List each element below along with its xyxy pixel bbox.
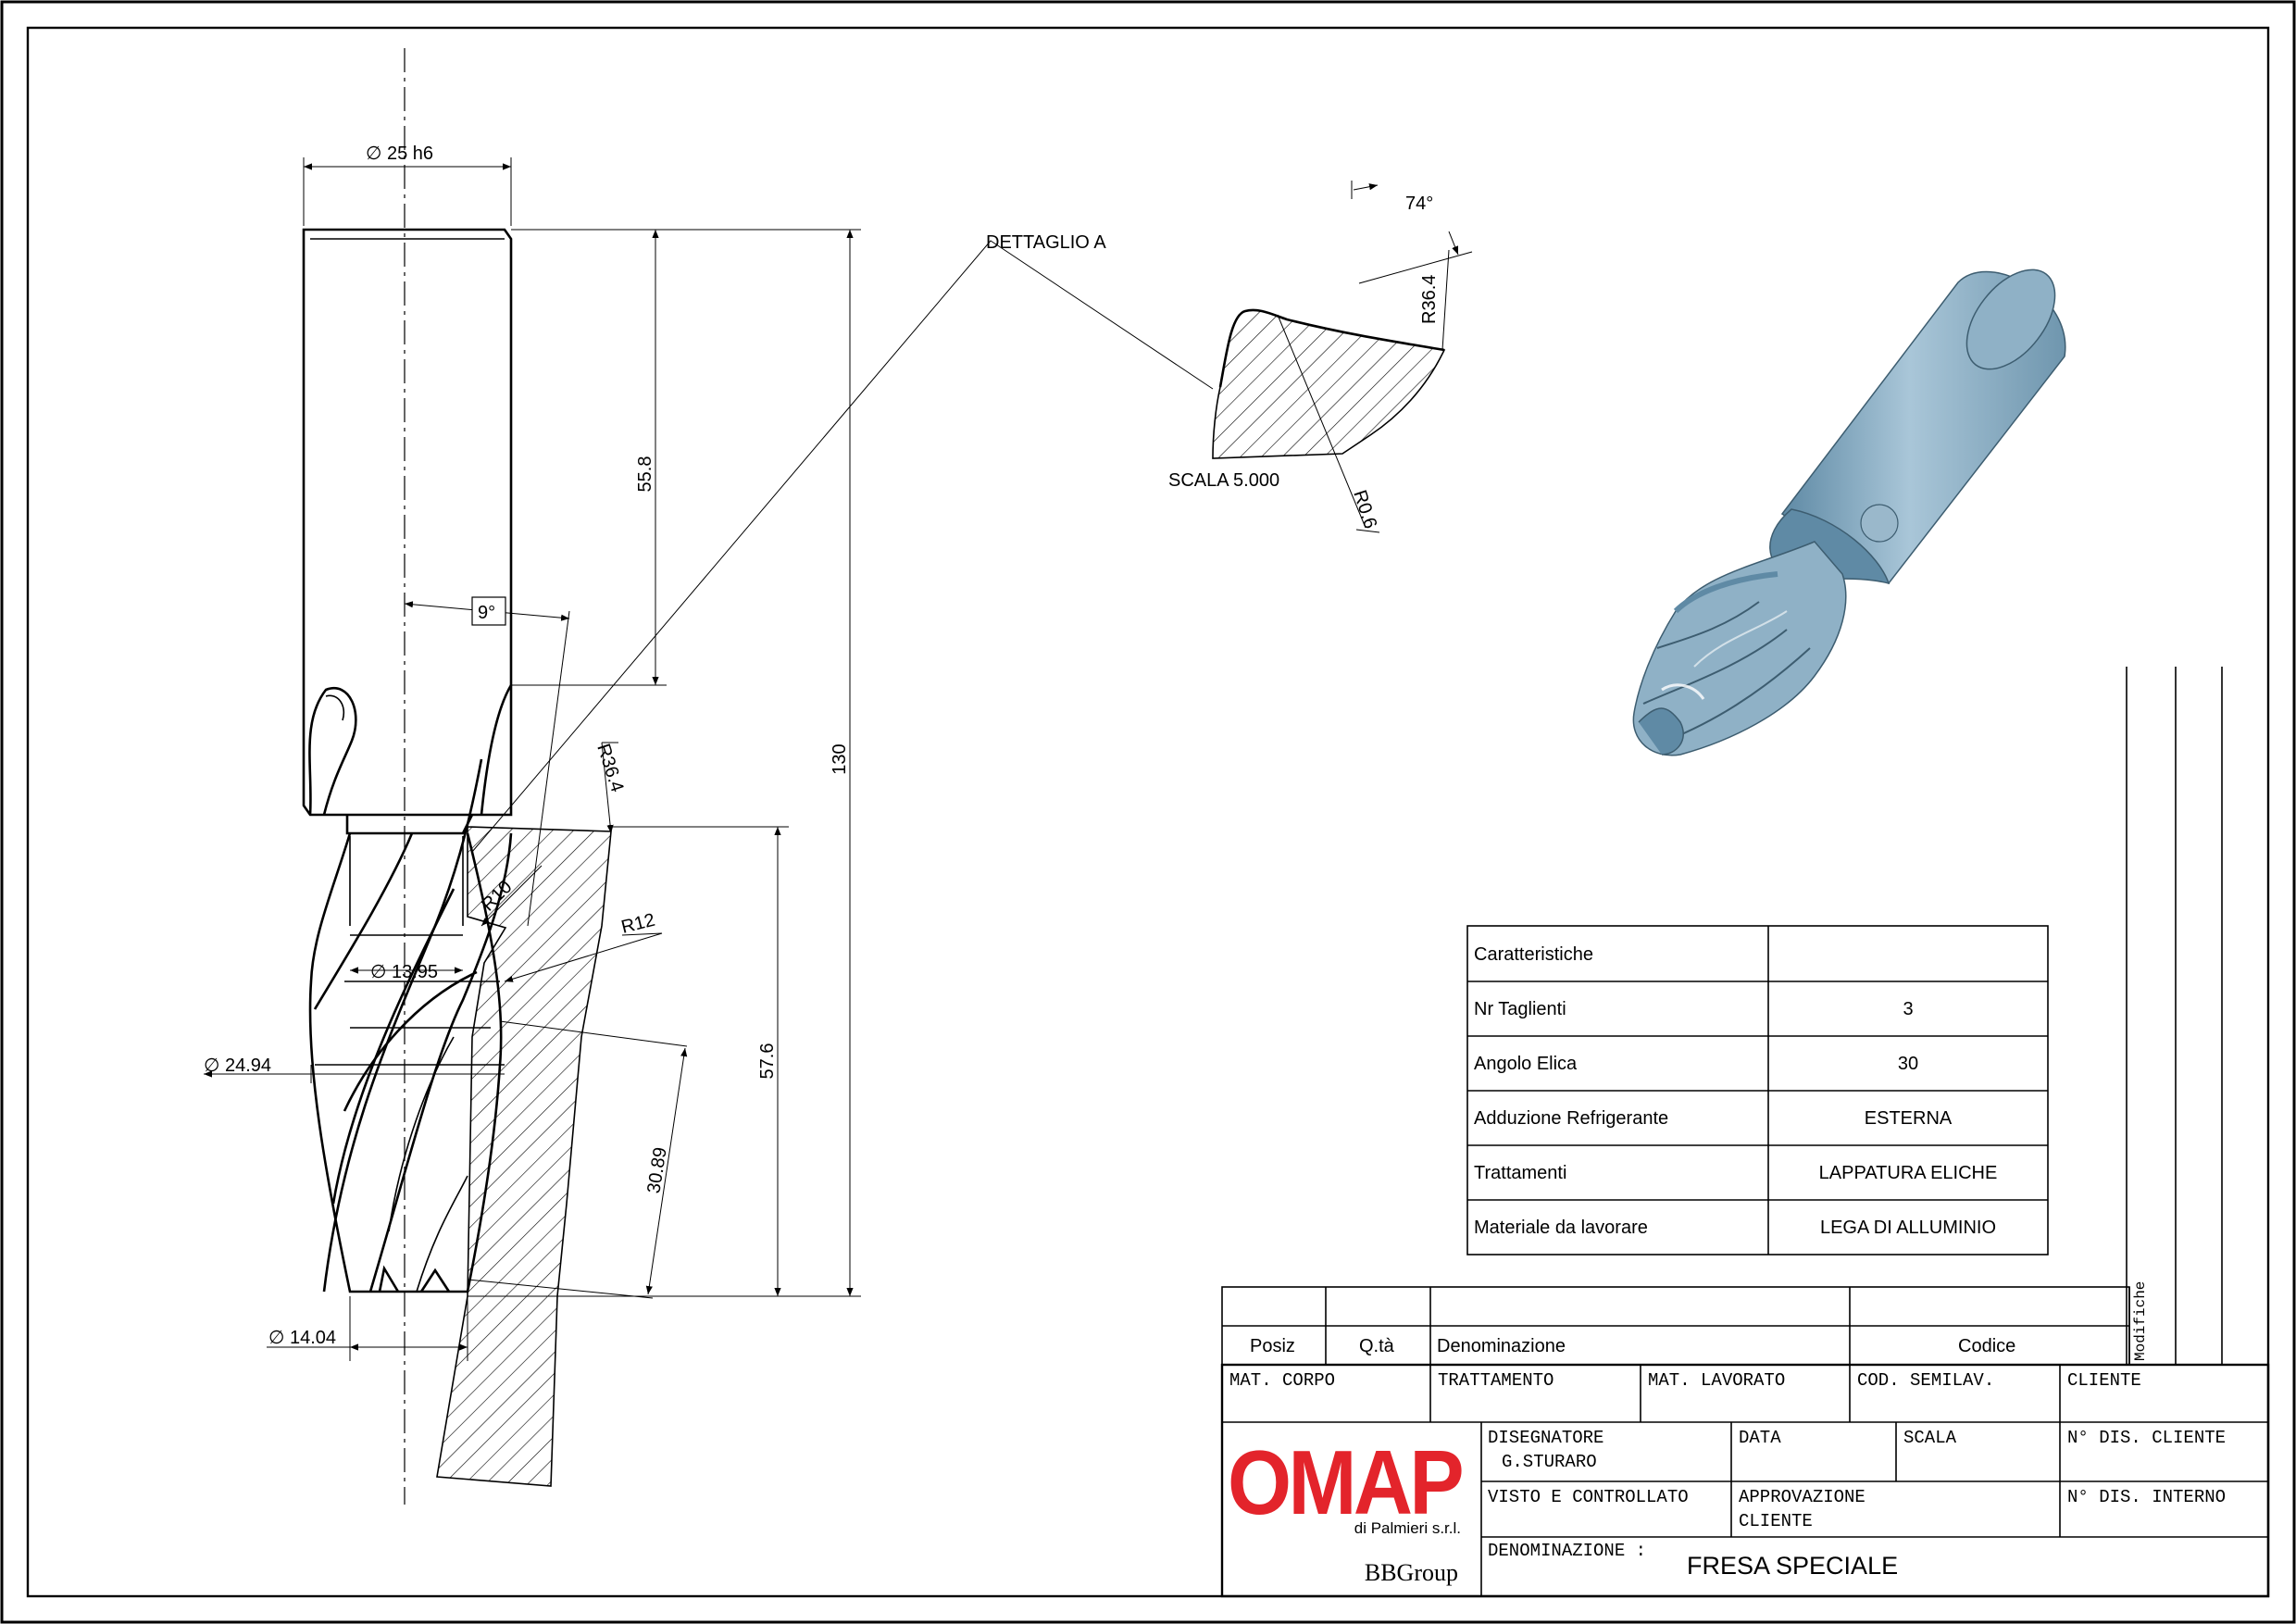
approvazione-label-1: APPROVAZIONE bbox=[1739, 1487, 1866, 1507]
logo-group: BBGroup bbox=[1365, 1559, 1458, 1586]
mat-lavorato-label: MAT. LAVORATO bbox=[1648, 1370, 1785, 1391]
char-label-4: Materiale da lavorare bbox=[1474, 1218, 1648, 1238]
dim-tip-diameter: ∅ 14.04 bbox=[268, 1328, 336, 1348]
neck bbox=[345, 814, 474, 835]
helix-line bbox=[331, 888, 455, 1205]
trattamento-label: TRATTAMENTO bbox=[1438, 1370, 1554, 1391]
tool-3d-render bbox=[1632, 269, 2066, 756]
char-value-3: LAPPATURA ELICHE bbox=[1819, 1163, 1998, 1183]
detail-scale: SCALA 5.000 bbox=[1168, 470, 1279, 491]
dim-total-length: 130 bbox=[830, 743, 850, 774]
shank-flute-entry bbox=[308, 687, 357, 816]
helix-line bbox=[388, 1036, 455, 1232]
helix-line bbox=[368, 832, 513, 1293]
characteristics-header: Caratteristiche bbox=[1474, 944, 1593, 965]
sheet-border-inner bbox=[26, 26, 2270, 1598]
visto-label: VISTO E CONTROLLATO bbox=[1488, 1487, 1689, 1507]
col-posiz: Posiz bbox=[1250, 1336, 1295, 1356]
helix-line bbox=[322, 758, 483, 1293]
logo-subtitle: di Palmieri s.r.l. bbox=[1354, 1519, 1461, 1537]
disegnatore-label: DISEGNATORE bbox=[1488, 1428, 1603, 1448]
approvazione-label-2: CLIENTE bbox=[1739, 1511, 1813, 1531]
detail-angle: 74° bbox=[1405, 194, 1433, 214]
char-label-3: Trattamenti bbox=[1474, 1163, 1566, 1183]
char-value-1: 30 bbox=[1898, 1054, 1918, 1074]
helix-line bbox=[343, 970, 478, 1112]
dim-cut-length: 57.6 bbox=[757, 1043, 778, 1080]
omap-logo: OMAP bbox=[1228, 1431, 1462, 1533]
detail-radius-small: R0.6 bbox=[1349, 488, 1380, 531]
title-block: Posiz Q.tà Denominazione Codice MAT. COR… bbox=[1220, 1286, 2270, 1598]
dim-core-diameter: ∅ 13.95 bbox=[370, 962, 438, 982]
dim-helix-length: 30.89 bbox=[643, 1146, 671, 1195]
detail-a: DETTAGLIO A R0.6 R36.4 74° SCALA 5.000 bbox=[986, 181, 1473, 533]
workpiece-section bbox=[436, 826, 612, 1487]
col-codice: Codice bbox=[1958, 1336, 2015, 1356]
n-dis-interno-label: N° DIS. INTERNO bbox=[2067, 1487, 2226, 1507]
revision-columns: Modifiche bbox=[2126, 667, 2223, 1366]
characteristics-table: Caratteristiche Nr Taglienti 3 Angolo El… bbox=[1466, 925, 2049, 1255]
scala-label: SCALA bbox=[1903, 1428, 1957, 1448]
char-value-2: ESTERNA bbox=[1865, 1108, 1953, 1129]
disegnatore-name: G.STURARO bbox=[1502, 1452, 1597, 1472]
detail-leader bbox=[471, 240, 1214, 853]
dim-shank-diameter: ∅ 25 h6 bbox=[366, 144, 433, 164]
char-label-1: Angolo Elica bbox=[1474, 1054, 1578, 1074]
mat-corpo-label: MAT. CORPO bbox=[1229, 1370, 1335, 1391]
dim-outer-diameter: ∅ 24.94 bbox=[204, 1056, 271, 1076]
detail-radius-large: R36.4 bbox=[1419, 275, 1440, 324]
cliente-label: CLIENTE bbox=[2067, 1370, 2141, 1391]
denominazione-label: DENOMINAZIONE : bbox=[1488, 1541, 1646, 1561]
helix-line bbox=[416, 1175, 468, 1293]
shank-outline bbox=[302, 228, 513, 817]
n-dis-cliente-label: N° DIS. CLIENTE bbox=[2067, 1428, 2226, 1448]
char-label-0: Nr Taglienti bbox=[1474, 999, 1566, 1019]
detail-label: DETTAGLIO A bbox=[986, 232, 1106, 253]
modifiche-label: Modifiche bbox=[2132, 1281, 2149, 1361]
denominazione-value: FRESA SPECIALE bbox=[1687, 1552, 1898, 1580]
char-value-4: LEGA DI ALLUMINIO bbox=[1820, 1218, 1996, 1238]
char-label-2: Adduzione Refrigerante bbox=[1474, 1108, 1668, 1129]
cod-semilav-label: COD. SEMILAV. bbox=[1857, 1370, 1994, 1391]
dim-angle-9: 9° bbox=[478, 603, 495, 623]
dim-shank-length: 55.8 bbox=[635, 456, 655, 493]
data-label: DATA bbox=[1739, 1428, 1781, 1448]
dim-r36-main: R36.4 bbox=[593, 742, 627, 795]
col-qta: Q.tà bbox=[1359, 1336, 1395, 1356]
col-denominazione: Denominazione bbox=[1437, 1336, 1566, 1356]
main-view: ∅ 25 h6 55.8 130 57.6 30.89 9° R36.4 R10 bbox=[204, 48, 1214, 1505]
detail-section bbox=[1212, 309, 1446, 459]
char-value-0: 3 bbox=[1903, 999, 1913, 1019]
helix-line bbox=[313, 832, 414, 1010]
